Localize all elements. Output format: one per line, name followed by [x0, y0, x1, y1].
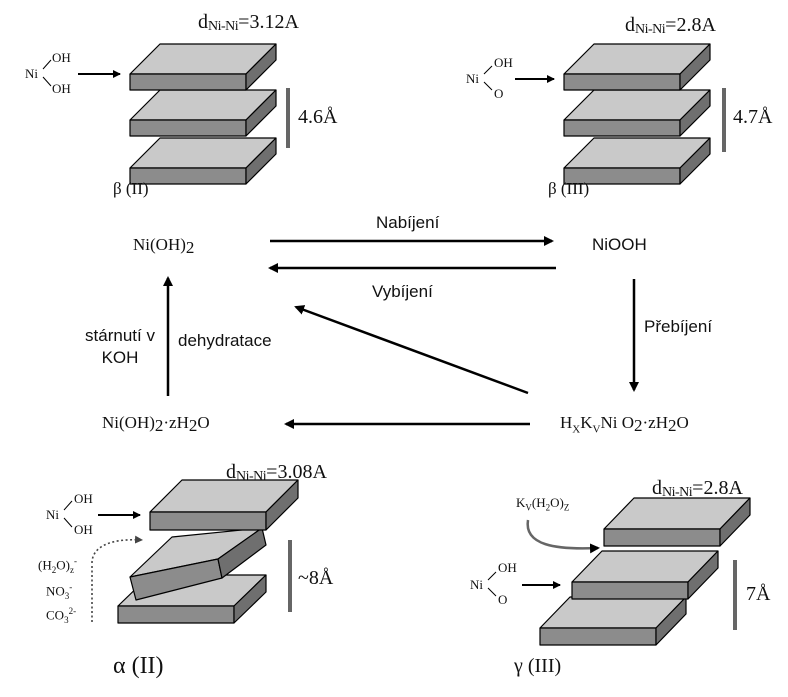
alpha2-interlayer-distance: dNi-Ni=3.08A: [226, 461, 327, 484]
alpha2-spacing-label: ~8Å: [298, 567, 334, 589]
beta2-phase-label: β (II): [113, 179, 149, 198]
gamma3-slab: [539, 596, 687, 646]
beta3-ligand-bottom: O: [494, 86, 504, 101]
process-dehydration: dehydratace: [178, 331, 272, 350]
gamma3-metal: Ni: [470, 577, 483, 592]
beta3-spacing-label: 4.7Å: [733, 106, 773, 128]
process-discharging: Vybíjení: [372, 282, 433, 301]
beta2-layer-stack: [129, 43, 277, 185]
beta2-interlayer-distance: dNi-Ni=3.12A: [198, 11, 299, 34]
gamma3-spacing-label: 7Å: [746, 583, 771, 605]
alpha2-metal: Ni: [46, 507, 59, 522]
beta2-slab: [129, 137, 277, 185]
beta3-slab: [563, 137, 711, 185]
compound-nioh2-hydrate: Ni(OH)2·zH2O: [102, 413, 210, 435]
alpha2-tilted-slab: [129, 527, 267, 601]
alpha2-slab: [149, 479, 299, 531]
beta2-slab: [129, 89, 277, 137]
beta3-phase-label: β (III): [548, 179, 590, 198]
gamma3-phase-label: γ (III): [514, 655, 562, 677]
gamma3-slab: [603, 497, 751, 547]
beta3-layer-stack: [563, 43, 711, 185]
compound-hkni: HXKVNi O2·zH2O: [560, 413, 689, 436]
alpha2-layer-stack: [117, 479, 299, 624]
beta2-ligand-bottom: OH: [52, 81, 71, 96]
gamma3-bonds: [487, 571, 497, 597]
alpha2-ligand-bottom: OH: [74, 522, 93, 537]
beta3-metal: Ni: [466, 71, 479, 86]
beta3-interlayer-distance: dNi-Ni=2.8A: [625, 14, 716, 37]
beta3-slab: [563, 89, 711, 137]
alpha2-bonds: [63, 500, 73, 528]
alpha2-intercalate-water: (H2O)z-: [38, 556, 77, 575]
alpha2-intercalate-carbonate: CO32-: [46, 606, 77, 625]
beta3-bonds: [483, 65, 493, 91]
beta2-metal: Ni: [25, 66, 38, 81]
alpha2-phase-label: α (II): [113, 653, 164, 679]
beta2-bonds: [42, 59, 52, 87]
gamma3-ligand-bottom: O: [498, 592, 508, 607]
beta2-spacing-label: 4.6Å: [298, 106, 338, 128]
beta3-slab: [563, 43, 711, 91]
alpha2-intercalate-nitrate: NO3-: [46, 582, 73, 601]
gamma-to-nioh2-arrow: [294, 305, 529, 395]
gamma3-layer-stack: [539, 497, 751, 646]
gamma3-slab: [571, 550, 719, 600]
gamma3-ligand-top: OH: [498, 560, 517, 575]
compound-nioh2: Ni(OH)2: [133, 235, 195, 257]
process-aging: stárnutí v KOH: [85, 326, 155, 367]
gamma3-intercalation-arrow: [526, 519, 600, 554]
beta2-slab: [129, 43, 277, 91]
alpha2-intercalation-dotted-arrow: [91, 535, 143, 564]
beta2-ligand-top: OH: [52, 50, 71, 65]
process-charging: Nabíjení: [376, 213, 440, 232]
gamma3-interlayer-distance: dNi-Ni=2.8A: [652, 477, 743, 500]
compound-niooh: NiOOH: [592, 235, 647, 254]
gamma3-intercalate: KV(H2O)Z: [516, 495, 570, 513]
alpha2-ligand-top: OH: [74, 491, 93, 506]
beta3-ligand-top: OH: [494, 55, 513, 70]
process-overcharging: Přebíjení: [644, 317, 713, 336]
